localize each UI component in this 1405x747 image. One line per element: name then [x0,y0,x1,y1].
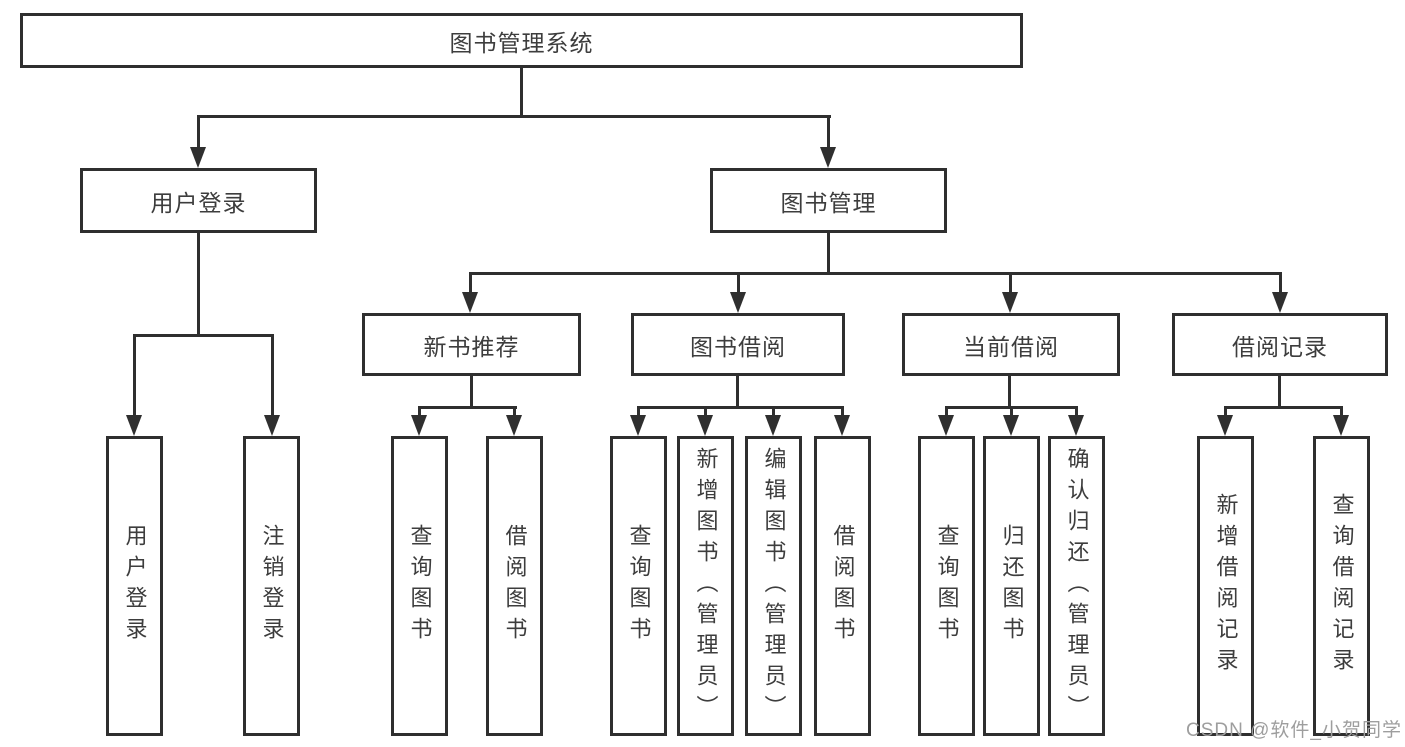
node-user-login: 用户登录 [80,168,317,233]
arrow-down-icon [462,292,478,313]
connector-line [1340,406,1343,420]
node-current-borrow: 当前借阅 [902,313,1120,376]
leaf-add-borrow-record: 新增借阅记录 [1197,436,1254,736]
leaf-label: 确认归还（管理员） [1064,446,1090,726]
connector-line [271,334,274,418]
connector-line [133,334,274,337]
arrow-down-icon [1068,415,1084,436]
arrow-down-icon [126,415,142,436]
leaf-label: 新增图书（管理员） [693,446,719,726]
leaf-label: 借阅图书 [830,524,856,648]
leaf-user-login: 用户登录 [106,436,163,736]
connector-line [197,115,831,118]
connector-line [1008,376,1011,409]
leaf-query-books-current: 查询图书 [918,436,975,736]
arrow-down-icon [264,415,280,436]
connector-line [772,406,775,420]
arrow-down-icon [630,415,646,436]
connector-line [1010,406,1013,420]
connector-line [1279,272,1282,296]
connector-line [197,233,200,337]
arrow-down-icon [1217,415,1233,436]
connector-line [133,334,136,418]
arrow-down-icon [506,415,522,436]
connector-line [1075,406,1078,420]
connector-line [470,376,473,409]
connector-line [737,272,740,296]
connector-line [418,406,517,409]
leaf-borrow-books-recommend: 借阅图书 [486,436,543,736]
leaf-label: 新增借阅记录 [1213,493,1239,679]
leaf-query-borrow-record: 查询借阅记录 [1313,436,1370,736]
arrow-down-icon [834,415,850,436]
leaf-label: 借阅图书 [502,524,528,648]
leaf-return-books: 归还图书 [983,436,1040,736]
connector-line [704,406,707,420]
node-label: 图书管理 [780,189,877,216]
node-book-borrow: 图书借阅 [631,313,845,376]
connector-line [520,68,523,118]
node-label: 当前借阅 [963,333,1059,360]
connector-line [1224,406,1343,409]
connector-line [418,406,421,420]
node-label: 用户登录 [150,189,247,216]
connector-line [1278,376,1281,409]
leaf-borrow-books: 借阅图书 [814,436,871,736]
leaf-edit-books-admin: 编辑图书（管理员） [745,436,802,736]
leaf-label: 编辑图书（管理员） [761,446,787,726]
connector-line [197,115,200,151]
arrow-down-icon [411,415,427,436]
connector-line [736,376,739,409]
arrow-down-icon [938,415,954,436]
node-borrow-records: 借阅记录 [1172,313,1388,376]
leaf-confirm-return-admin: 确认归还（管理员） [1048,436,1105,736]
arrow-down-icon [820,147,836,168]
arrow-down-icon [1002,292,1018,313]
node-label: 图书借阅 [690,333,786,360]
leaf-query-books-recommend: 查询图书 [391,436,448,736]
node-root-label: 图书管理系统 [449,29,594,56]
connector-line [1224,406,1227,420]
arrow-down-icon [1003,415,1019,436]
connector-line [1009,272,1012,296]
leaf-label: 查询图书 [934,524,960,648]
leaf-label: 查询借阅记录 [1329,493,1355,679]
leaf-label: 注销登录 [259,524,285,648]
node-root-system: 图书管理系统 [20,13,1023,68]
arrow-down-icon [1272,292,1288,313]
node-new-book-recommend: 新书推荐 [362,313,581,376]
leaf-logout: 注销登录 [243,436,300,736]
connector-line [469,272,472,296]
connector-line [469,272,1282,275]
csdn-watermark: CSDN @软件_小贺同学 [1186,720,1402,741]
node-label: 借阅记录 [1232,333,1328,360]
leaf-query-books-borrow: 查询图书 [610,436,667,736]
connector-line [945,406,948,420]
arrow-down-icon [765,415,781,436]
leaf-label: 归还图书 [999,524,1025,648]
connector-line [637,406,640,420]
leaf-add-books-admin: 新增图书（管理员） [677,436,734,736]
connector-line [637,406,844,409]
arrow-down-icon [1333,415,1349,436]
connector-line [827,233,830,275]
leaf-label: 用户登录 [122,524,148,648]
connector-line [827,115,830,151]
arrow-down-icon [697,415,713,436]
leaf-label: 查询图书 [407,524,433,648]
node-label: 新书推荐 [423,333,520,360]
leaf-label: 查询图书 [626,524,652,648]
connector-line [513,406,516,420]
arrow-down-icon [190,147,206,168]
arrow-down-icon [730,292,746,313]
connector-line [841,406,844,420]
node-book-management: 图书管理 [710,168,947,233]
